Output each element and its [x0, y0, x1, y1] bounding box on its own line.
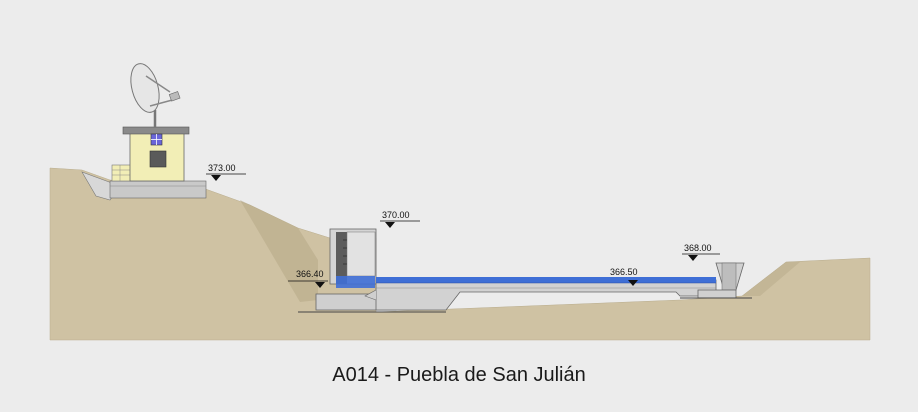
weir-structure [680, 262, 752, 299]
satellite-dish-icon [130, 63, 181, 127]
gauge-well [329, 228, 377, 288]
terrain-shade-right [742, 262, 800, 296]
level-label: 366.40 [296, 269, 324, 279]
level-label: 373.00 [208, 163, 236, 173]
station-railing [111, 164, 133, 182]
level-label: 370.00 [382, 210, 410, 220]
level-marker-366-40: 366.40 [288, 269, 328, 288]
level-label: 368.00 [684, 243, 712, 253]
level-marker-366-50: 366.50 [610, 267, 638, 286]
level-label: 366.50 [610, 267, 638, 277]
terrain-shade [240, 200, 318, 302]
measurement-channel [364, 277, 717, 311]
station-platform [81, 171, 207, 201]
station-building [122, 126, 190, 182]
level-marker-373: 373.00 [206, 163, 246, 181]
level-marker-370: 370.00 [380, 210, 420, 228]
level-marker-368: 368.00 [682, 243, 720, 261]
diagram-caption: A014 - Puebla de San Julián [332, 364, 586, 386]
